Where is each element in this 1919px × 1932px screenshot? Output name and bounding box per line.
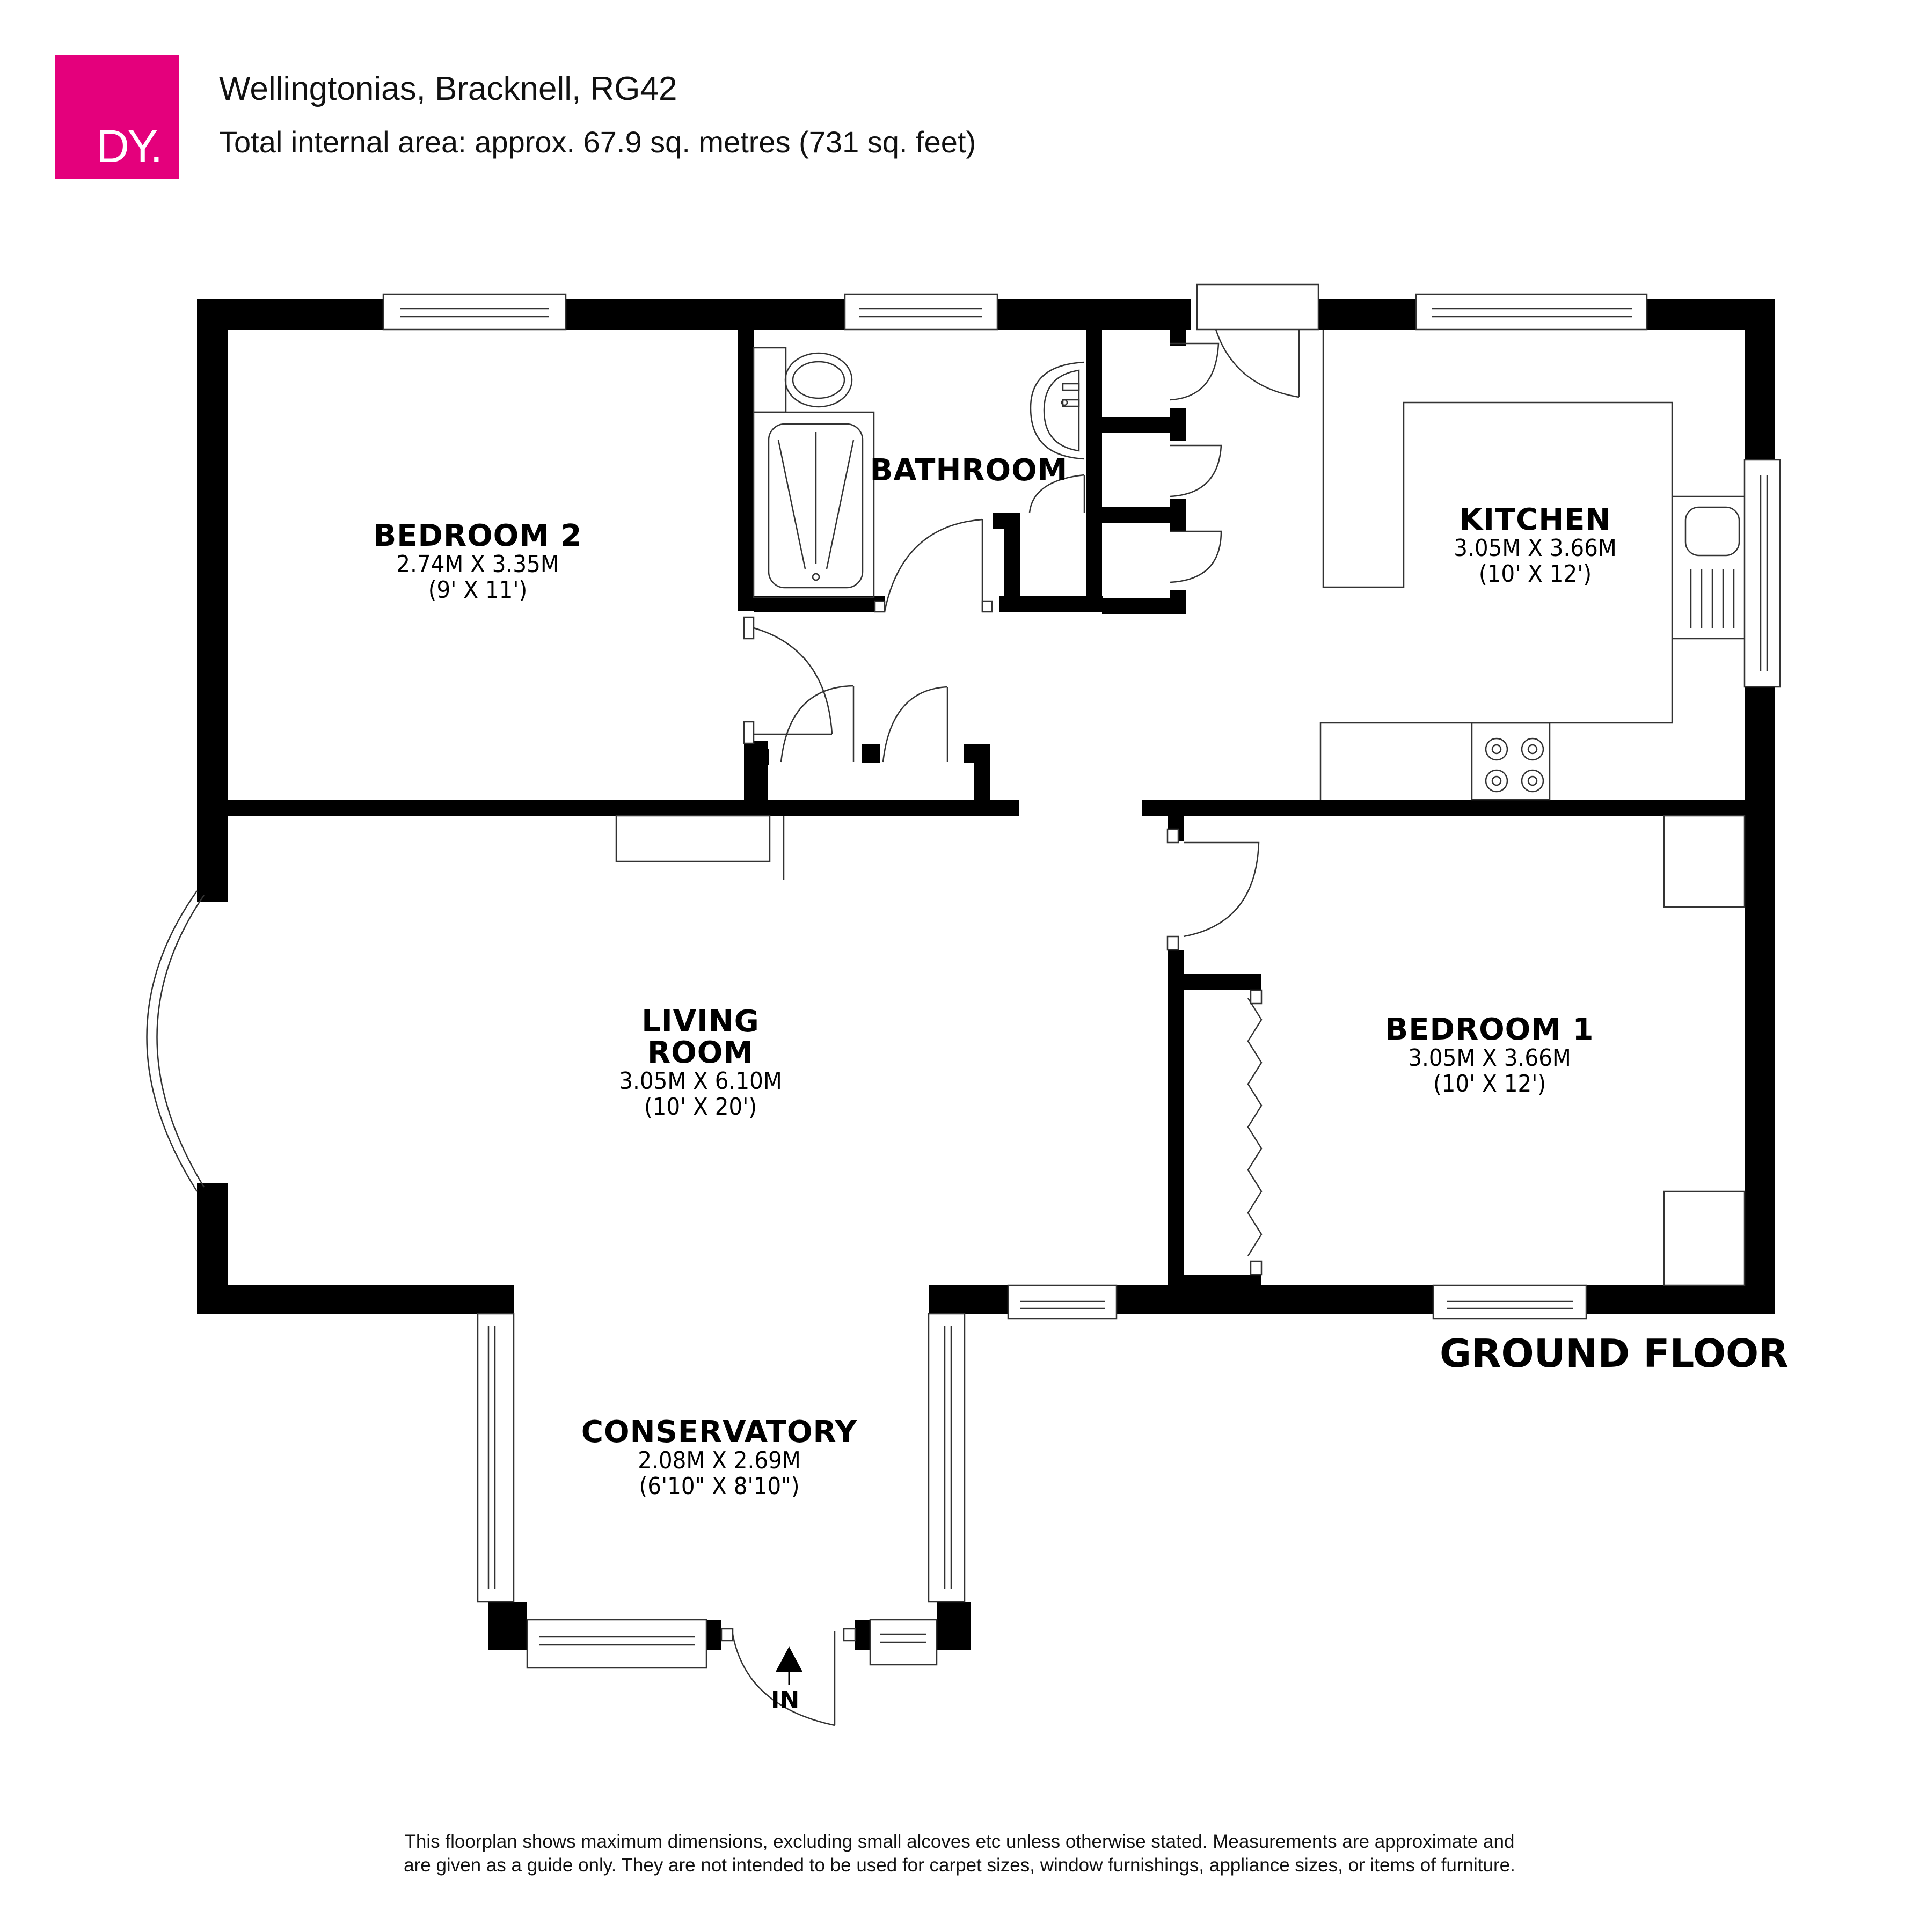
room-name: BEDROOM 2 xyxy=(373,518,582,553)
walls xyxy=(197,299,1775,1650)
total-area: Total internal area: approx. 67.9 sq. me… xyxy=(219,125,976,159)
room-name-line1: LIVING xyxy=(641,1004,760,1039)
disclaimer: This floorplan shows maximum dimensions,… xyxy=(0,1830,1919,1877)
room-name: BEDROOM 1 xyxy=(1385,1012,1594,1047)
room-name: CONSERVATORY xyxy=(581,1415,858,1450)
room-kitchen: KITCHEN 3.05M X 3.66M (10' X 12') xyxy=(1447,504,1624,587)
room-imperial: (10' X 12') xyxy=(1433,1070,1546,1097)
door-swings xyxy=(732,329,1300,1726)
brand-logo: DY. xyxy=(55,55,179,179)
windows xyxy=(382,283,1781,1669)
room-metric: 3.05M X 3.66M xyxy=(1454,535,1617,562)
floor-label: GROUND FLOOR xyxy=(1440,1331,1789,1376)
room-bedroom-2: BEDROOM 2 2.74M X 3.35M (9' X 11') xyxy=(374,521,582,603)
room-bedroom-1: BEDROOM 1 3.05M X 3.66M (10' X 12') xyxy=(1385,1014,1594,1097)
room-imperial: (10' X 12') xyxy=(1478,560,1592,588)
room-imperial: (9' X 11') xyxy=(428,576,528,604)
room-living-room: LIVING ROOM 3.05M X 6.10M (10' X 20') xyxy=(612,1006,789,1120)
room-imperial: (10' X 20') xyxy=(644,1093,757,1121)
entrance-label: IN xyxy=(771,1686,800,1714)
room-name: BATHROOM xyxy=(870,453,1068,488)
room-metric: 2.74M X 3.35M xyxy=(396,551,559,578)
fixtures xyxy=(615,330,1746,1286)
disclaimer-line-2: are given as a guide only. They are not … xyxy=(404,1855,1515,1876)
bay-window xyxy=(146,890,205,1192)
disclaimer-line-1: This floorplan shows maximum dimensions,… xyxy=(404,1831,1515,1852)
room-bathroom: BATHROOM xyxy=(870,455,1068,486)
entrance-arrow-icon xyxy=(776,1646,802,1685)
property-address: Wellingtonias, Bracknell, RG42 xyxy=(219,70,677,107)
room-conservatory: CONSERVATORY 2.08M X 2.69M (6'10" X 8'10… xyxy=(581,1417,857,1499)
room-metric: 3.05M X 3.66M xyxy=(1408,1044,1571,1072)
room-metric: 2.08M X 2.69M xyxy=(638,1447,801,1474)
room-metric: 3.05M X 6.10M xyxy=(619,1067,782,1095)
room-name-line2: ROOM xyxy=(647,1035,754,1070)
room-name: KITCHEN xyxy=(1459,502,1611,537)
logo-text: DY. xyxy=(96,121,163,172)
room-imperial: (6'10" X 8'10") xyxy=(639,1473,800,1500)
jambs xyxy=(720,600,1263,1642)
